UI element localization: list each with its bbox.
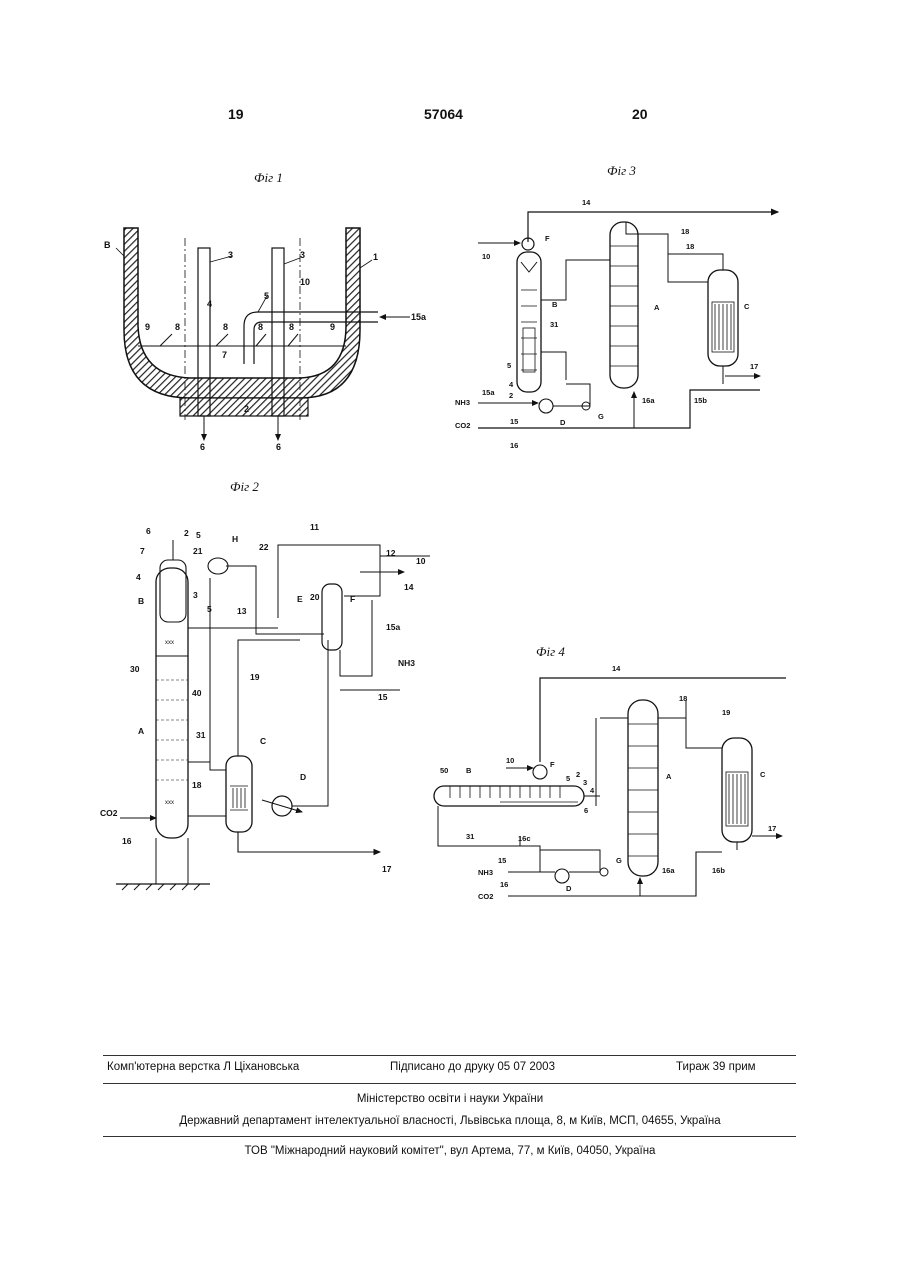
fig4-label-16: 16 — [500, 880, 508, 889]
fig4-label-18: 18 — [679, 694, 687, 703]
fig4-label-16b: 16b — [712, 866, 725, 875]
footer-ministry: Міністерство освіти і науки України — [0, 1093, 900, 1105]
fig4-label-16c: 16c — [518, 834, 531, 843]
fig4-label-50: 50 — [440, 766, 448, 775]
fig4-label-A: A — [666, 772, 671, 781]
fig4-label-31: 31 — [466, 832, 474, 841]
footer-rule-bottom — [103, 1136, 796, 1137]
fig4-label-16a: 16a — [662, 866, 675, 875]
fig4-label-D: D — [566, 884, 571, 893]
fig4-label-co2: CO2 — [478, 892, 493, 901]
fig4-label-G: G — [616, 856, 622, 865]
fig4-label-5: 5 — [566, 774, 570, 783]
footer-layout-credit: Комп'ютерна верстка Л Цiхановська — [107, 1061, 299, 1073]
footer-signed-date: Підписано до друку 05 07 2003 — [390, 1061, 555, 1073]
fig4-label-19: 19 — [722, 708, 730, 717]
footer-publisher: ТОВ "Міжнародний науковий комітет", вул … — [0, 1145, 900, 1157]
footer-rule-middle — [103, 1083, 796, 1084]
fig4-label-2: 2 — [576, 770, 580, 779]
fig4-label-F: F — [550, 760, 555, 769]
footer-rule-top — [103, 1055, 796, 1056]
fig4-label-6: 6 — [584, 806, 588, 815]
fig4-label-B: B — [466, 766, 471, 775]
fig4-label-15: 15 — [498, 856, 506, 865]
fig4-label-C: C — [760, 770, 765, 779]
fig4-label-10: 10 — [506, 756, 514, 765]
fig4-label-3: 3 — [583, 778, 587, 787]
fig4-label-4: 4 — [590, 786, 594, 795]
fig4-label-nh3: NH3 — [478, 868, 493, 877]
fig4-label-17: 17 — [768, 824, 776, 833]
footer-department: Державний департамент інтелектуальної вл… — [0, 1115, 900, 1127]
footer-print-run: Тираж 39 прим — [676, 1061, 756, 1073]
fig4-label-14: 14 — [612, 664, 620, 673]
